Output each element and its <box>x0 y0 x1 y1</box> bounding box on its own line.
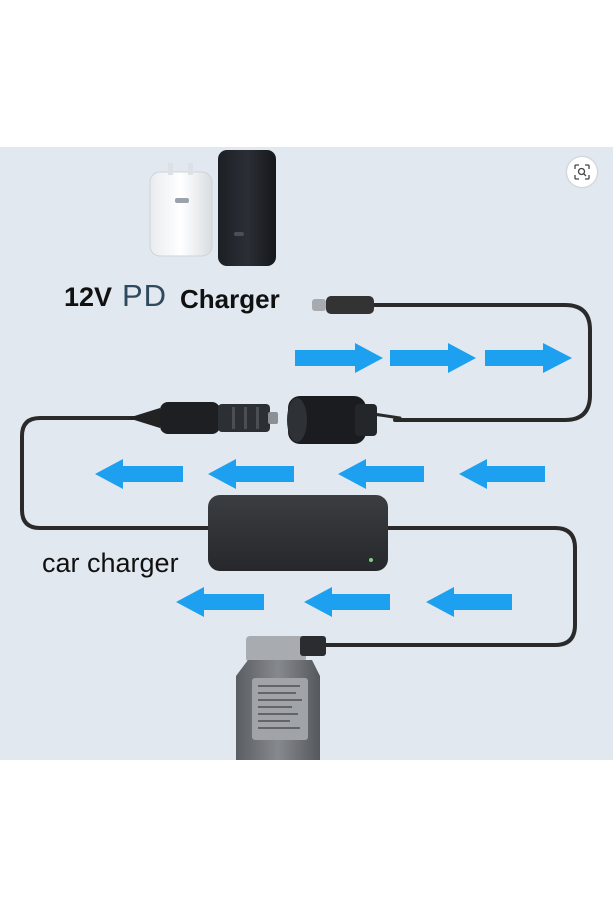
pd-label: PD <box>122 278 168 313</box>
pd-wall-adapter <box>149 163 213 257</box>
charger-label: Charger <box>180 284 280 314</box>
car-charger-converter-box <box>208 495 388 571</box>
voltage-label: 12V <box>64 282 113 312</box>
charging-diagram-illustration <box>20 150 592 760</box>
usb-c-connector <box>312 296 374 314</box>
drone-battery <box>236 636 326 760</box>
car-charger-label: car charger <box>42 548 179 578</box>
visual-search-button[interactable] <box>567 157 597 187</box>
power-bank <box>218 150 276 266</box>
product-image <box>0 147 613 760</box>
cable <box>20 303 592 647</box>
arrow-row-left-2 <box>176 587 512 617</box>
arrow-row-left-1 <box>95 459 545 489</box>
lens-icon <box>574 164 590 180</box>
arrow-row-right <box>295 343 572 373</box>
car-socket-adapter <box>287 396 377 444</box>
cigarette-lighter-plug <box>128 402 278 434</box>
